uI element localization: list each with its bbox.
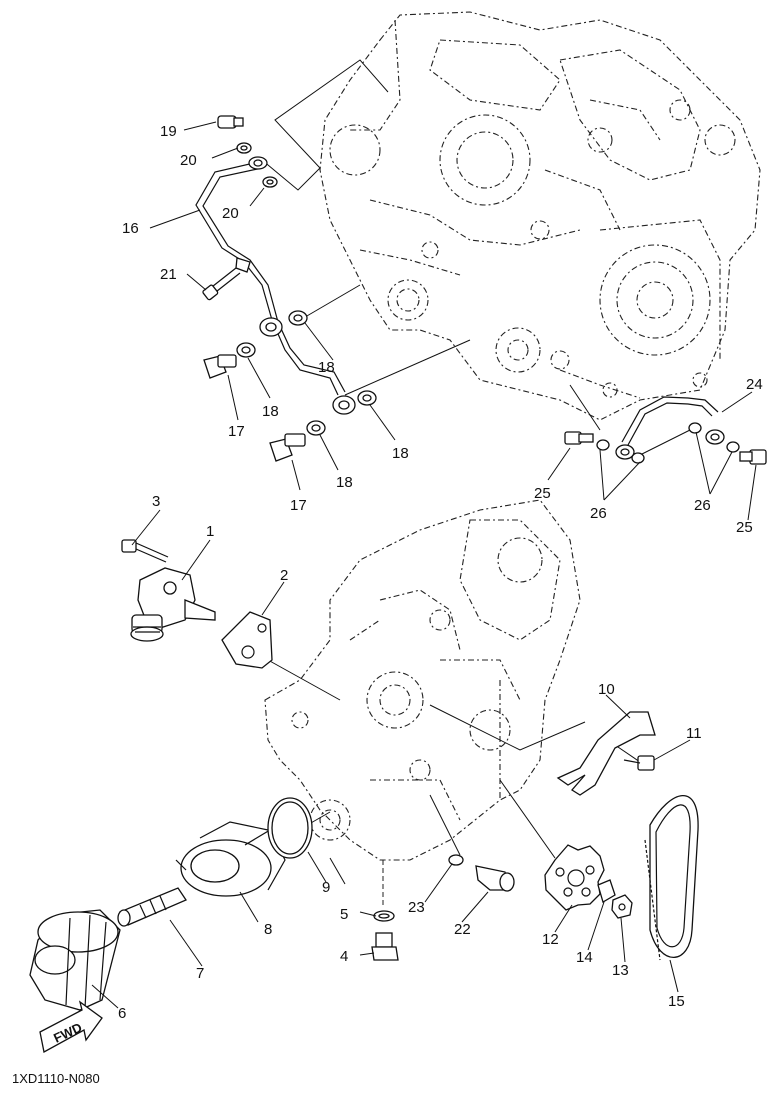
drain-bolt-4 bbox=[371, 932, 399, 961]
lower-crankcase-phantom bbox=[264, 499, 581, 861]
bolt-21 bbox=[202, 267, 241, 301]
oil-cooler-8 bbox=[175, 821, 286, 897]
pipe-22 bbox=[475, 865, 515, 892]
washer-20-upper bbox=[236, 142, 252, 154]
oil-delivery-pipe-16 bbox=[195, 156, 356, 415]
upper-crankcase-phantom bbox=[319, 11, 761, 421]
washer-18-c bbox=[306, 420, 326, 436]
washer-20-lower bbox=[262, 176, 278, 188]
gasket-2 bbox=[221, 611, 273, 669]
callout-17-a: 17 bbox=[228, 423, 245, 440]
bracket-10 bbox=[556, 711, 656, 796]
washer-26-c bbox=[688, 422, 702, 434]
callout-10: 10 bbox=[598, 681, 615, 698]
oil-filter-6 bbox=[29, 909, 121, 1011]
forward-arrow-icon: FWD bbox=[39, 1000, 103, 1053]
callout-22: 22 bbox=[454, 921, 471, 938]
o-ring-23 bbox=[448, 854, 464, 866]
sprocket-12 bbox=[544, 844, 605, 911]
washer-18-d bbox=[357, 390, 377, 406]
bolt-3 bbox=[121, 539, 169, 563]
union-bolt-17-b bbox=[269, 433, 306, 462]
callout-1: 1 bbox=[206, 523, 214, 540]
callout-18-c: 18 bbox=[336, 474, 353, 491]
callout-20-lower: 20 bbox=[222, 205, 239, 222]
callout-21: 21 bbox=[160, 266, 177, 283]
callout-2: 2 bbox=[280, 567, 288, 584]
callout-12: 12 bbox=[542, 931, 559, 948]
callout-20-upper: 20 bbox=[180, 152, 197, 169]
leader-lines bbox=[261, 59, 691, 905]
washer-18-b bbox=[236, 342, 256, 358]
callout-26-left: 26 bbox=[590, 505, 607, 522]
oil-pipe-24 bbox=[615, 396, 725, 460]
washer-26-b bbox=[631, 452, 645, 464]
callout-26-right: 26 bbox=[694, 497, 711, 514]
callout-3: 3 bbox=[152, 493, 160, 510]
washer-5 bbox=[373, 910, 395, 922]
callout-16: 16 bbox=[122, 220, 139, 237]
callout-6: 6 bbox=[118, 1005, 126, 1022]
chain-15 bbox=[644, 794, 699, 961]
callout-24: 24 bbox=[746, 376, 763, 393]
callout-13: 13 bbox=[612, 962, 629, 979]
callout-numbers: 19 20 20 16 21 18 18 17 18 18 17 24 25 2… bbox=[118, 123, 763, 1022]
callout-5: 5 bbox=[340, 906, 348, 923]
washer-26-a bbox=[596, 439, 610, 451]
callout-18-b: 18 bbox=[262, 403, 279, 420]
callout-23: 23 bbox=[408, 899, 425, 916]
callout-leaders bbox=[91, 121, 757, 1009]
o-ring-9 bbox=[267, 797, 313, 859]
callout-19: 19 bbox=[160, 123, 177, 140]
union-bolt-17-a bbox=[203, 354, 237, 379]
callout-25-left: 25 bbox=[534, 485, 551, 502]
washer-26-d bbox=[726, 441, 740, 453]
callout-11: 11 bbox=[686, 725, 702, 742]
callout-18-a: 18 bbox=[318, 359, 335, 376]
callout-15: 15 bbox=[668, 993, 685, 1010]
callout-25-right: 25 bbox=[736, 519, 753, 536]
union-bolt-25-left bbox=[564, 431, 594, 445]
callout-4: 4 bbox=[340, 948, 348, 965]
callout-8: 8 bbox=[264, 921, 272, 938]
callout-17-b: 17 bbox=[290, 497, 307, 514]
pipe-7 bbox=[117, 887, 187, 927]
washer-18-a bbox=[288, 310, 308, 326]
diagram-code: 1XD1110-N080 bbox=[12, 1071, 100, 1086]
callout-9: 9 bbox=[322, 879, 330, 896]
oil-pump-1 bbox=[130, 567, 216, 642]
union-bolt-19 bbox=[217, 115, 244, 129]
union-bolt-25-right bbox=[739, 449, 767, 465]
bolt-11 bbox=[623, 755, 655, 771]
callout-18-d: 18 bbox=[392, 445, 409, 462]
washer-14 bbox=[597, 879, 616, 903]
nut-13 bbox=[611, 894, 633, 919]
callout-14: 14 bbox=[576, 949, 593, 966]
callout-7: 7 bbox=[196, 965, 204, 982]
